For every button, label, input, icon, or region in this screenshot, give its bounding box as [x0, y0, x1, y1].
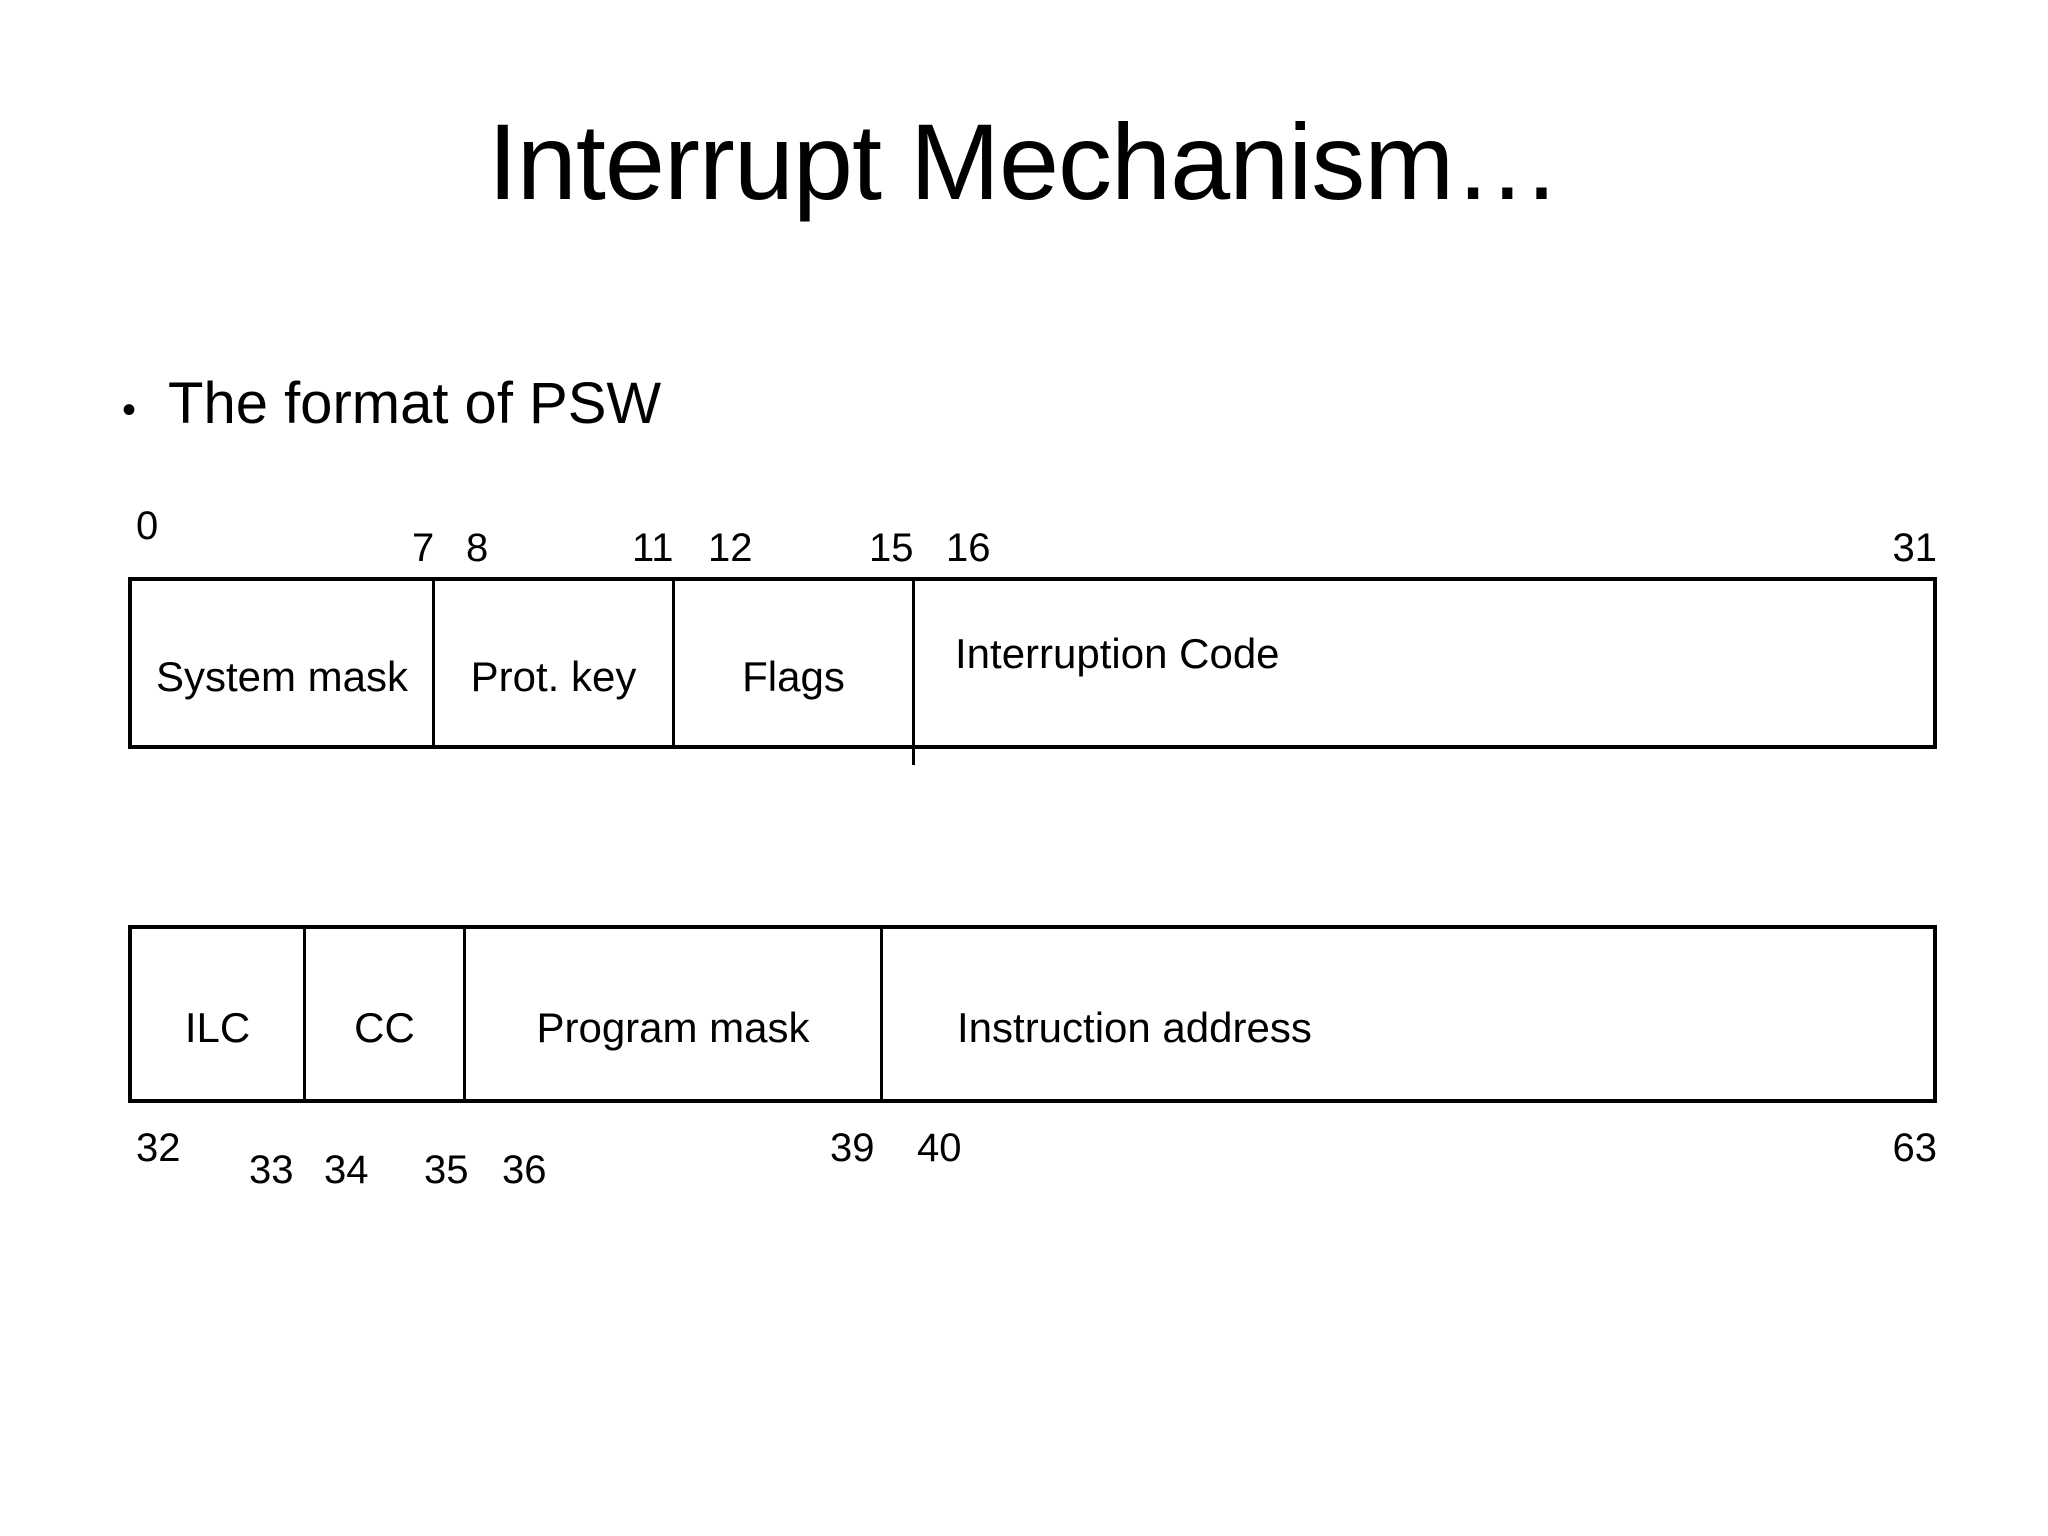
bit-label-11: 11	[632, 526, 674, 570]
bit-label-15: 15	[869, 526, 914, 570]
bit-label-39: 39	[830, 1126, 875, 1170]
psw-field-label-interruption-code: Interruption Code	[955, 630, 1280, 677]
psw-field-label-system-mask: System mask	[155, 653, 409, 700]
psw-field-instruction-address: Instruction address	[883, 929, 1933, 1099]
bit-label-32: 32	[136, 1126, 181, 1170]
bit-label-0: 0	[136, 504, 159, 548]
psw-field-label-cc: CC	[354, 1004, 415, 1051]
psw-field-flags: Flags	[675, 581, 912, 745]
bit-label-63: 63	[1892, 1126, 1938, 1170]
psw-field-label-flags: Flags	[742, 653, 845, 700]
bit-label-7: 7	[412, 526, 435, 570]
psw-word2-box: ILC CC Program mask Instruction address	[128, 925, 1937, 1103]
psw-field-label-prot-key: Prot. key	[470, 653, 637, 700]
bit-label-8: 8	[466, 526, 489, 570]
psw-field-program-mask: Program mask	[466, 929, 880, 1099]
bit-label-12: 12	[708, 526, 753, 570]
field-divider-bit36	[463, 929, 466, 1099]
psw-field-label-ilc: ILC	[184, 1004, 251, 1051]
bit-label-40: 40	[917, 1126, 962, 1170]
bit-label-35: 35	[424, 1148, 469, 1192]
field-divider-bit34	[303, 929, 306, 1099]
psw-field-label-program-mask: Program mask	[536, 1004, 810, 1051]
field-divider-bit12	[672, 581, 675, 745]
psw-word1-box: System mask Prot. key Flags Interruption…	[128, 577, 1937, 765]
bit-label-34: 34	[324, 1148, 369, 1192]
psw-field-label-instruction-address: Instruction address	[957, 1004, 1312, 1051]
field-divider-bit8	[432, 581, 435, 745]
bullet-point-icon: •	[122, 388, 137, 432]
psw-field-ilc: ILC	[132, 929, 303, 1099]
bit-label-33: 33	[249, 1148, 294, 1192]
psw-field-cc: CC	[306, 929, 463, 1099]
field-divider-bit40	[880, 929, 883, 1099]
field-divider-bit16	[912, 581, 915, 765]
psw-field-prot-key: Prot. key	[435, 581, 672, 745]
bullet-item-label: The format of PSW	[168, 371, 662, 436]
bit-label-31: 31	[1892, 526, 1938, 570]
psw-field-interruption-code: Interruption Code	[915, 581, 1933, 745]
psw-field-system-mask: System mask	[132, 581, 432, 745]
bit-label-36: 36	[502, 1148, 547, 1192]
bit-label-16: 16	[946, 526, 991, 570]
bullet-list-item: • The format of PSW	[122, 372, 661, 436]
page-title: Interrupt Mechanism…	[487, 101, 1561, 222]
